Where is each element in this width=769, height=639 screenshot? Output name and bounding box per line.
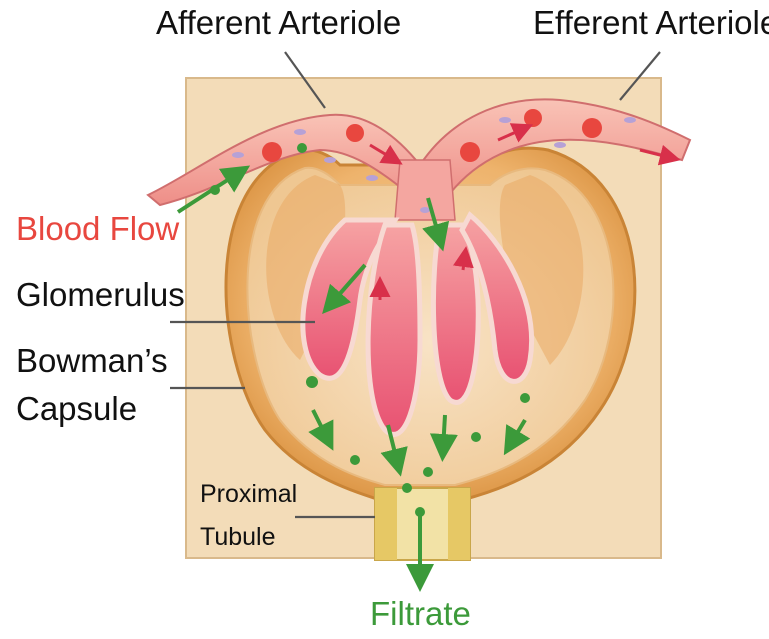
blood-flow-label: Blood Flow	[16, 210, 179, 247]
filtrate-particle	[520, 393, 530, 403]
wall-cell	[554, 142, 566, 148]
filtrate-label: Filtrate	[370, 595, 471, 632]
efferent-arteriole-label: Efferent Arteriole	[533, 4, 769, 41]
filtrate-particle	[210, 185, 220, 195]
glomerulus-label: Glomerulus	[16, 276, 185, 313]
wall-cell	[499, 117, 511, 123]
red-blood-cell	[346, 124, 364, 142]
red-blood-cell	[262, 142, 282, 162]
proximal-tubule-label-line1: Proximal	[200, 480, 297, 508]
filtrate-particle	[350, 455, 360, 465]
wall-cell	[420, 207, 430, 213]
wall-cell	[366, 175, 378, 181]
filtrate-particle	[423, 467, 433, 477]
afferent-arteriole-label: Afferent Arteriole	[156, 4, 401, 41]
filtrate-particle	[471, 432, 481, 442]
filtrate-particle	[402, 483, 412, 493]
filtrate-particle	[415, 507, 425, 517]
filtrate-particle	[306, 376, 318, 388]
capillary-loop-2	[368, 225, 420, 434]
tubule-wall-left	[375, 488, 397, 560]
wall-cell	[324, 157, 336, 163]
red-blood-cell	[460, 142, 480, 162]
tubule-wall-right	[448, 488, 470, 560]
wall-cell	[624, 117, 636, 123]
bowmans-capsule-label-line2: Capsule	[16, 390, 137, 427]
red-blood-cell	[582, 118, 602, 138]
red-arrow	[463, 255, 465, 270]
wall-cell	[232, 152, 244, 158]
red-blood-cell	[524, 109, 542, 127]
proximal-tubule-label-line2: Tubule	[200, 523, 276, 551]
green-arrow	[443, 415, 445, 450]
wall-cell	[294, 129, 306, 135]
bowmans-capsule-label-line1: Bowman’s	[16, 342, 168, 379]
filtrate-particle	[297, 143, 307, 153]
